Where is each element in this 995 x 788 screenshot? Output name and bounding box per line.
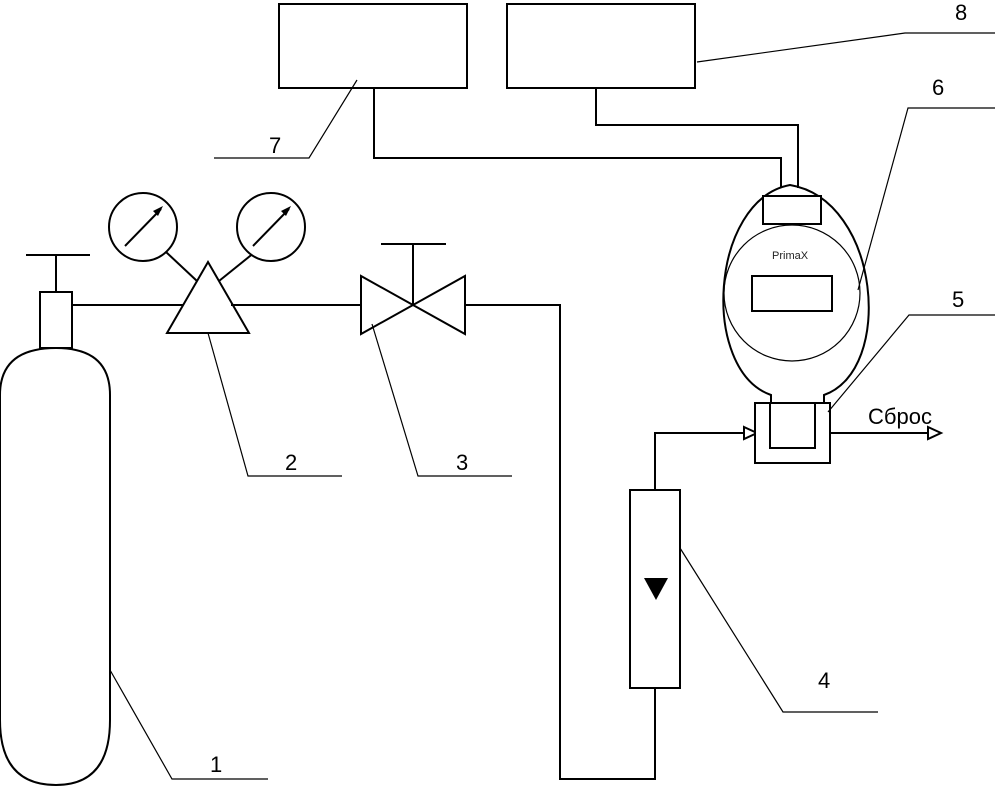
outlet-arrow <box>927 425 944 441</box>
rotameter <box>629 489 681 689</box>
pressure-gauge-left <box>108 192 178 262</box>
leader-8 <box>696 32 995 63</box>
leader-5 <box>827 314 995 413</box>
block-8 <box>506 3 696 89</box>
leader-1 <box>109 669 268 780</box>
outlet-label: Сброс <box>868 404 932 429</box>
leader-3 <box>371 323 512 477</box>
label-1: 1 <box>210 752 222 777</box>
leader-2 <box>207 332 342 477</box>
inlet-arrow <box>743 425 760 441</box>
detector-brand: PrimaX <box>772 250 809 262</box>
label-8: 8 <box>955 0 967 25</box>
gas-line-3 <box>465 304 656 780</box>
cable-block-7 <box>373 88 782 188</box>
leader-7 <box>214 79 358 159</box>
pressure-reducer <box>165 251 256 334</box>
block-7 <box>278 3 468 89</box>
flow-cell <box>754 402 831 464</box>
label-4: 4 <box>818 668 830 693</box>
label-3: 3 <box>456 450 468 475</box>
label-6: 6 <box>932 75 944 100</box>
leader-6 <box>857 107 995 291</box>
gas-detector: PrimaX <box>722 183 870 406</box>
label-2: 2 <box>285 450 297 475</box>
leader-4 <box>679 547 878 713</box>
label-7: 7 <box>269 133 281 158</box>
pressure-gauge-right <box>236 192 306 262</box>
label-5: 5 <box>952 287 964 312</box>
cable-block-8 <box>595 88 799 188</box>
shutoff-valve <box>360 243 466 336</box>
float-marker <box>644 578 668 600</box>
gas-line-4 <box>654 432 745 490</box>
gas-cylinder <box>0 254 111 787</box>
